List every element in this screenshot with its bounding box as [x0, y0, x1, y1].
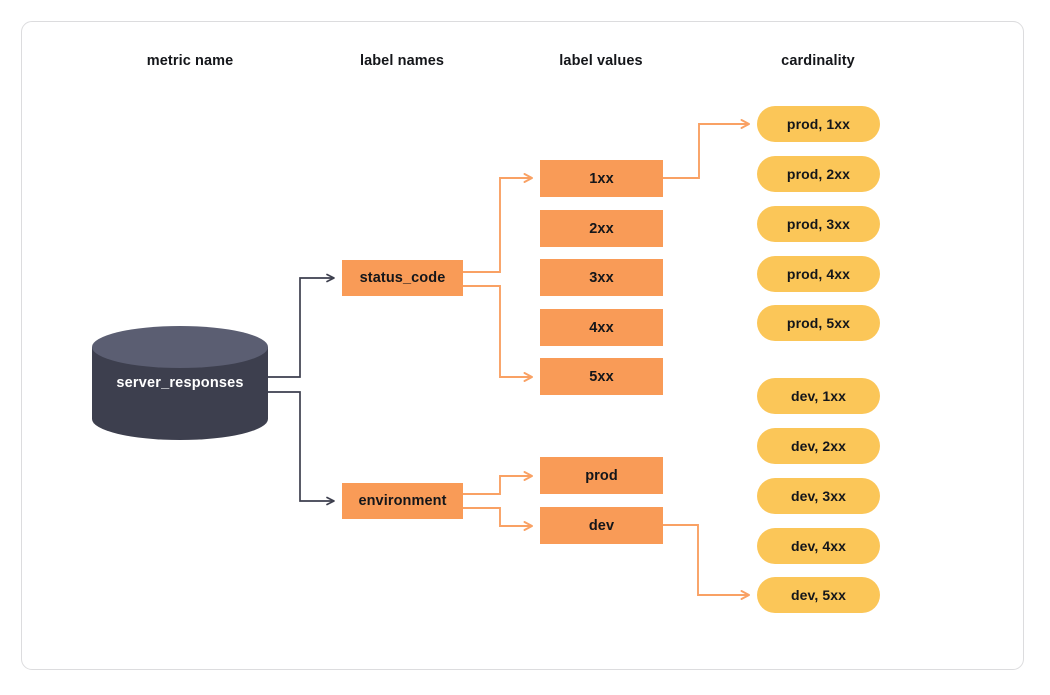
cylinder-top-ellipse [92, 326, 268, 368]
cardinality-pill-prod-3xx[interactable]: prod, 3xx [757, 206, 880, 242]
cardinality-pill-prod-5xx[interactable]: prod, 5xx [757, 305, 880, 341]
label-value-box-dev[interactable]: dev [540, 507, 663, 544]
label-value-box-3xx[interactable]: 3xx [540, 259, 663, 296]
column-header-cardinality: cardinality [781, 53, 855, 69]
cardinality-pill-dev-4xx[interactable]: dev, 4xx [757, 528, 880, 564]
cardinality-pill-prod-1xx[interactable]: prod, 1xx [757, 106, 880, 142]
metric-name-label: server_responses [116, 375, 244, 391]
label-value-box-4xx[interactable]: 4xx [540, 309, 663, 346]
label-value-box-5xx[interactable]: 5xx [540, 358, 663, 395]
cardinality-pill-dev-3xx[interactable]: dev, 3xx [757, 478, 880, 514]
column-header-label-values: label values [559, 53, 643, 69]
label-name-box-environment[interactable]: environment [342, 483, 463, 519]
cardinality-pill-dev-2xx[interactable]: dev, 2xx [757, 428, 880, 464]
cardinality-pill-dev-1xx[interactable]: dev, 1xx [757, 378, 880, 414]
column-header-label-names: label names [359, 53, 445, 69]
cardinality-pill-dev-5xx[interactable]: dev, 5xx [757, 577, 880, 613]
metric-cylinder[interactable]: server_responses [92, 326, 268, 441]
cardinality-pill-prod-4xx[interactable]: prod, 4xx [757, 256, 880, 292]
label-value-box-2xx[interactable]: 2xx [540, 210, 663, 247]
label-name-box-status-code[interactable]: status_code [342, 260, 463, 296]
label-value-box-prod[interactable]: prod [540, 457, 663, 494]
label-value-box-1xx[interactable]: 1xx [540, 160, 663, 197]
cardinality-pill-prod-2xx[interactable]: prod, 2xx [757, 156, 880, 192]
column-header-metric-name: metric name [146, 53, 234, 69]
